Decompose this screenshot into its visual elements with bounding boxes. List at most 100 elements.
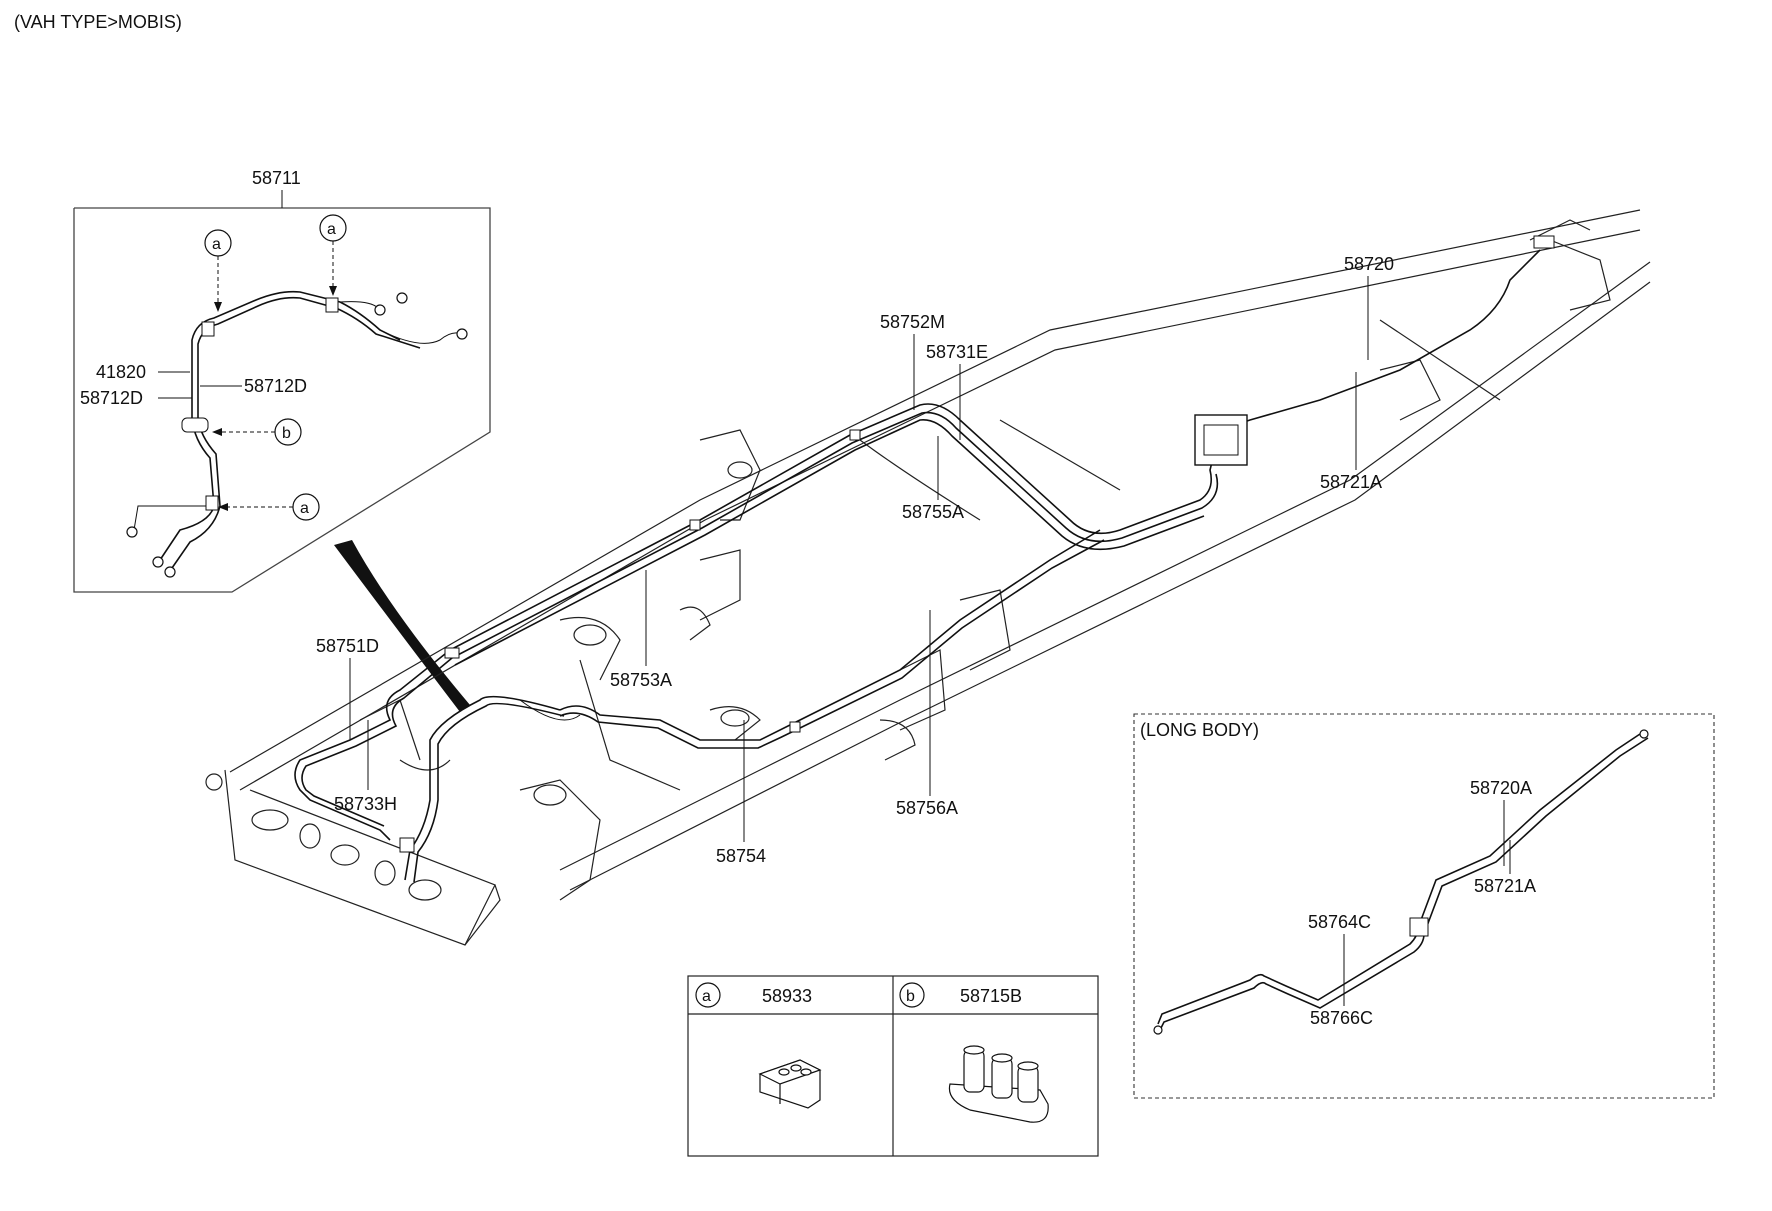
bracket-5 xyxy=(1379,359,1441,421)
long-body-fitting-1 xyxy=(1153,1025,1163,1035)
clip-hole-1 xyxy=(778,1068,790,1076)
label-58756A: 58756A xyxy=(896,798,958,818)
long-body-fitting-2 xyxy=(1639,729,1649,739)
clip-58933-drawing xyxy=(758,1059,822,1109)
legend-table: a 58933 b 58715B xyxy=(687,975,1099,1157)
frame-hole-4 xyxy=(374,860,396,886)
clip-top xyxy=(758,1059,822,1085)
mount-rear xyxy=(879,719,916,761)
mount-front-right xyxy=(519,779,601,901)
mount-left-hole xyxy=(573,624,607,646)
label-58721A-long: 58721A xyxy=(1474,876,1536,896)
clip-hole-3 xyxy=(800,1068,812,1076)
front-line-left-2 xyxy=(301,657,453,827)
front-line-right xyxy=(404,695,561,881)
callout-b-arrow xyxy=(212,428,222,436)
legend-part-b: 58715B xyxy=(960,986,1022,1006)
long-body-junction xyxy=(1409,917,1429,937)
main-line-left-1 xyxy=(449,249,1541,651)
label-58720A: 58720A xyxy=(1470,778,1532,798)
main-line-left-3 xyxy=(454,419,1205,666)
bracket-1 xyxy=(699,429,761,521)
front-line-left xyxy=(294,649,451,841)
label-58751D: 58751D xyxy=(316,636,379,656)
inset-title: 58711 xyxy=(252,168,301,188)
inset-58711: 58711 a a b a xyxy=(73,168,491,593)
label-58752M: 58752M xyxy=(880,312,945,332)
frame-left-rail-top xyxy=(229,209,1641,773)
label-58712D-left: 58712D xyxy=(80,388,143,408)
label-58731E: 58731E xyxy=(926,342,988,362)
cross-member-4 xyxy=(1379,319,1501,401)
abs-unit-inner xyxy=(1203,424,1239,456)
legend-callout-a-text: a xyxy=(702,988,711,1005)
inset-fitting-4 xyxy=(374,304,386,316)
mount-front-right-hole xyxy=(533,784,567,806)
clip-1 xyxy=(849,429,861,441)
inset-grommet xyxy=(181,417,209,433)
callout-a-1-text: a xyxy=(212,236,221,253)
clip-2 xyxy=(689,519,701,531)
bracket-6 xyxy=(1549,239,1611,311)
inset-fitting-3 xyxy=(164,566,176,578)
diagram-header: (VAH TYPE>MOBIS) xyxy=(14,12,182,32)
inset-fitting-2 xyxy=(152,556,164,568)
frame-right-rail-top xyxy=(559,261,1651,871)
grommet-top-3 xyxy=(1017,1061,1039,1071)
legend-callout-b xyxy=(899,982,925,1008)
label-58755A: 58755A xyxy=(902,502,964,522)
inset-clip-bottom xyxy=(205,495,219,511)
long-body-inset: (LONG BODY) 58720A 58721A 58764C 58766C xyxy=(1133,713,1715,1099)
label-58720: 58720 xyxy=(1344,254,1394,274)
label-58753A: 58753A xyxy=(610,670,672,690)
cross-member-2 xyxy=(859,439,981,521)
clip-3 xyxy=(444,647,460,659)
label-41820: 41820 xyxy=(96,362,146,382)
label-58754: 58754 xyxy=(716,846,766,866)
inset-fitting-6 xyxy=(456,328,468,340)
callout-a-1-arrow xyxy=(214,302,222,312)
main-line-left-2 xyxy=(451,411,1219,659)
frame-rear-end xyxy=(1529,219,1591,241)
clip-4 xyxy=(789,721,801,733)
inset-pipe-1 xyxy=(191,290,401,362)
mount-mid-hole xyxy=(720,709,750,727)
frame-hole-5 xyxy=(408,879,442,901)
frame-right-rail-bottom xyxy=(569,281,1651,891)
inset-pipe-2 xyxy=(197,296,421,364)
detail-pointer-arrow xyxy=(334,540,470,712)
cross-member-1 xyxy=(579,659,681,791)
inset-wire-3 xyxy=(133,505,210,531)
label-58764C: 58764C xyxy=(1308,912,1371,932)
bracket-2 xyxy=(699,549,741,621)
frame-hole-3 xyxy=(330,844,360,866)
frame-hole-1 xyxy=(251,809,289,831)
grommet-58715B-drawing xyxy=(948,1045,1049,1123)
inset-clip-right xyxy=(325,297,339,313)
callout-b-text: b xyxy=(282,425,291,442)
long-body-title: (LONG BODY) xyxy=(1140,720,1259,740)
front-junction xyxy=(399,837,415,853)
label-58712D-right: 58712D xyxy=(244,376,307,396)
right-line-1 xyxy=(559,529,1101,741)
clip-hole-2 xyxy=(790,1064,802,1072)
grommet-boot-2 xyxy=(991,1057,1013,1099)
frame-front-crossmember-end xyxy=(464,884,501,946)
long-body-frame xyxy=(1133,713,1715,1099)
bracket-4 xyxy=(899,649,946,731)
callout-a-2-arrow xyxy=(329,286,337,296)
front-line-right-2 xyxy=(413,702,565,883)
long-body-pipe-1 xyxy=(1157,733,1641,1025)
frame-hole-2 xyxy=(299,823,321,849)
callout-a-3-arrow xyxy=(218,503,228,511)
frame-tow-hook xyxy=(205,773,223,791)
grommet-top-1 xyxy=(963,1045,985,1055)
legend-part-a: 58933 xyxy=(762,986,812,1006)
inset-fitting-1 xyxy=(126,526,138,538)
inset-frame xyxy=(73,207,491,593)
bracket-1-hole xyxy=(727,461,753,479)
mount-mid xyxy=(709,706,761,741)
main-labels: 58720 58752M 58731E 58755A 58721A 58751D… xyxy=(316,254,1394,866)
callout-a-2-text: a xyxy=(327,221,336,238)
